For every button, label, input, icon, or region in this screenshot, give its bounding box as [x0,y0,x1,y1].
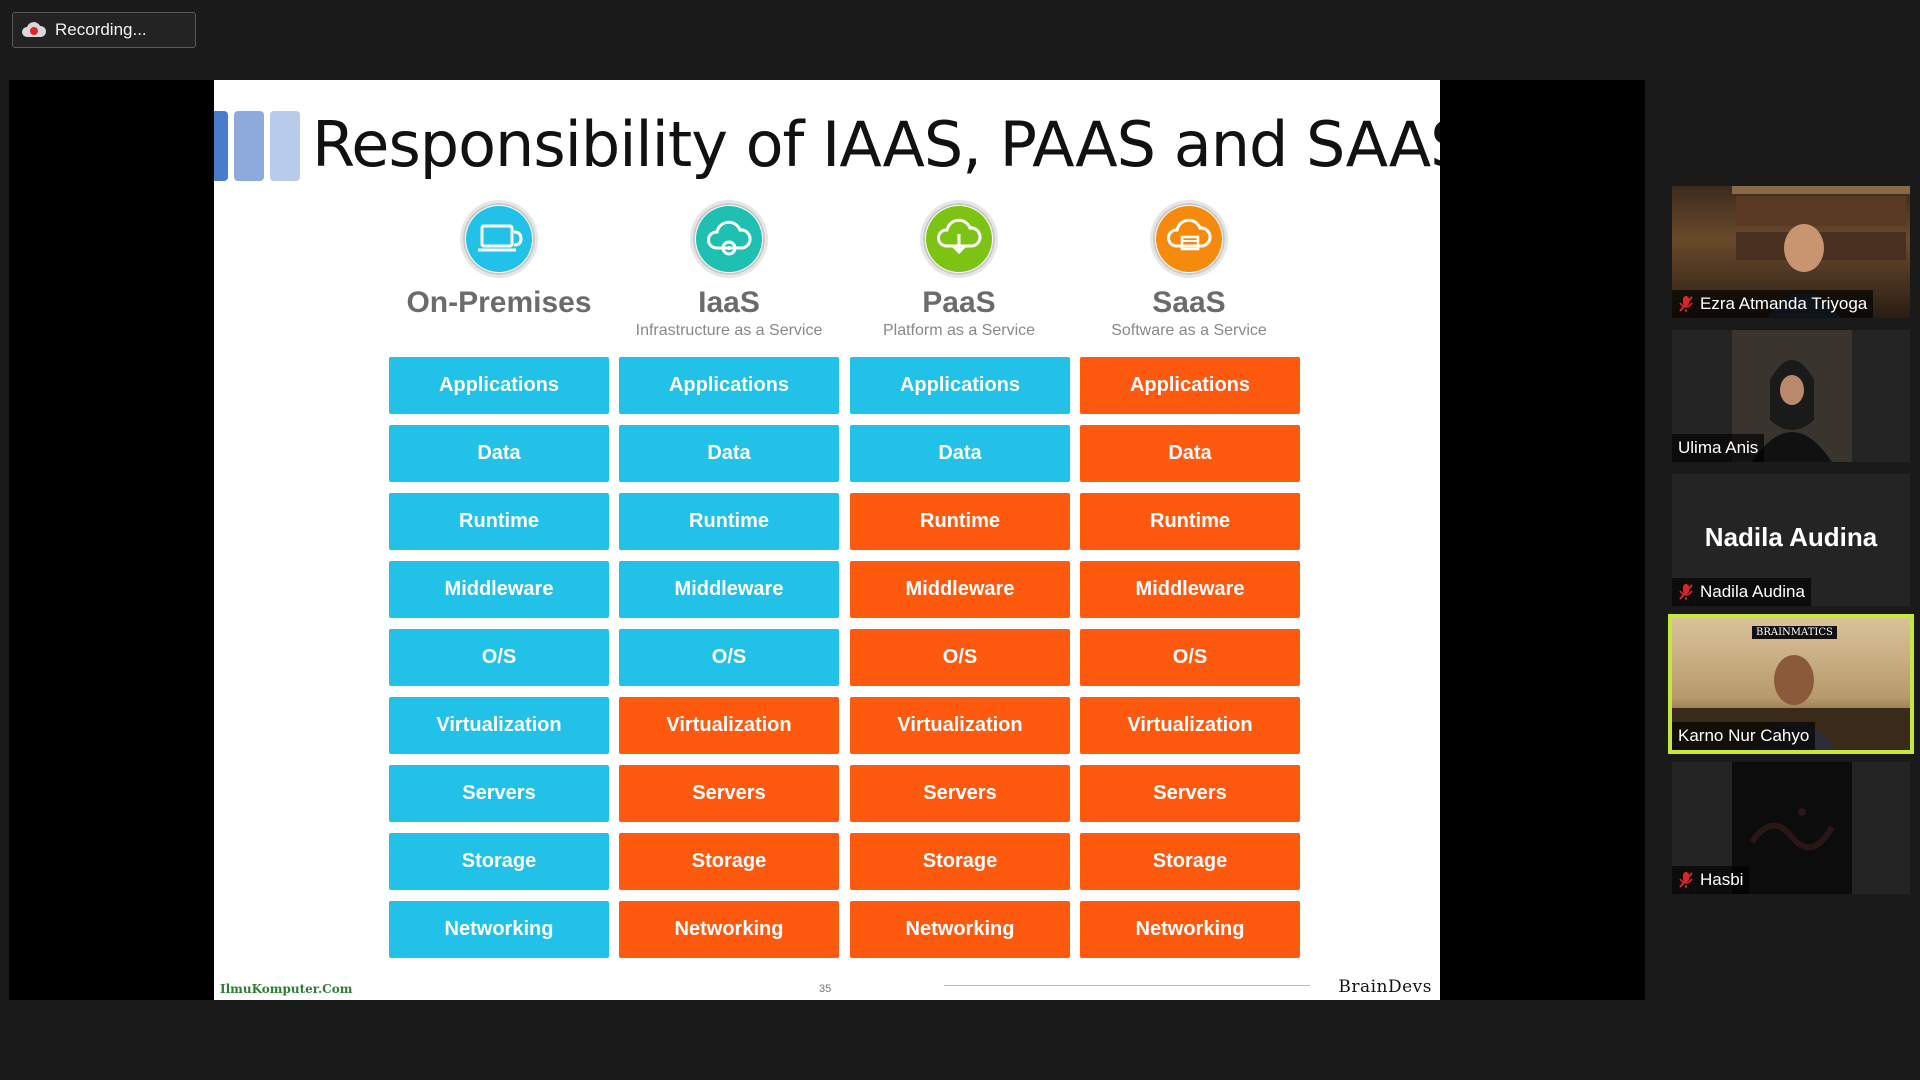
mic-muted-icon [1679,872,1693,888]
column-subtitle: Platform as a Service [882,322,1036,339]
layer-cell-applications: Applications [1080,357,1300,414]
footer-brand-right: BrainDevs [1338,977,1432,997]
layer-cell-virtualization: Virtualization [1080,697,1300,754]
column-header-on-premises: On-Premises [384,200,614,320]
column-subtitle: Software as a Service [1111,322,1267,339]
layer-cell-o-s: O/S [850,629,1070,686]
participant-name-tag: Nadila Audina [1672,578,1811,606]
layer-cell-networking: Networking [389,901,609,958]
participant-name-tag: Hasbi [1672,866,1750,894]
participant-tile[interactable]: Ulima Anis [1672,330,1910,462]
column-name: On-Premises [406,286,592,319]
layer-cell-virtualization: Virtualization [389,697,609,754]
participant-name: Ulima Anis [1678,438,1759,457]
layer-cell-networking: Networking [619,901,839,958]
participant-tile[interactable]: Nadila Audina Nadila Audina [1672,474,1910,606]
recording-label: Recording... [55,20,147,39]
cloud-window-icon [1150,200,1228,278]
layer-cell-servers: Servers [850,765,1070,822]
column-subtitle: Infrastructure as a Service [635,322,823,339]
participant-name-tag: Karno Nur Cahyo [1672,722,1816,750]
layer-cell-virtualization: Virtualization [850,697,1070,754]
participant-tile[interactable]: Ezra Atmanda Triyoga [1672,186,1910,318]
column-name: SaaS [1152,286,1226,319]
layer-cell-middleware: Middleware [619,561,839,618]
cloud-recording-icon [13,21,55,39]
participant-name-tag: Ezra Atmanda Triyoga [1672,290,1874,318]
layer-cell-storage: Storage [619,833,839,890]
participant-name-tag: Ulima Anis [1672,434,1765,462]
title-accent-bar [214,111,228,181]
title-accent-bar [270,111,300,181]
layer-cell-storage: Storage [389,833,609,890]
layer-cell-runtime: Runtime [389,493,609,550]
participant-tile-active-speaker[interactable]: BRAINMATICS Karno Nur Cahyo [1668,614,1914,754]
layer-cell-servers: Servers [619,765,839,822]
column-header-iaas: IaaS Infrastructure as a Service [614,200,844,340]
participant-tile[interactable]: Hasbi [1672,762,1910,894]
column-name: PaaS [922,286,996,319]
cloud-gear-icon [690,200,768,278]
layer-cell-networking: Networking [850,901,1070,958]
layer-cell-data: Data [1080,425,1300,482]
participant-video [1732,330,1852,462]
footer-brand-left: IlmuKomputer.Com [220,982,353,996]
layer-cell-servers: Servers [389,765,609,822]
mic-muted-icon [1679,296,1693,312]
layer-cell-data: Data [850,425,1070,482]
participant-name: Karno Nur Cahyo [1678,726,1810,745]
presentation-slide: Responsibility of IAAS, PAAS and SAAS On… [214,80,1440,1000]
slide-page-number: 35 [819,983,832,995]
participant-name: Ezra Atmanda Triyoga [1700,294,1868,313]
layer-cell-data: Data [389,425,609,482]
layer-cell-applications: Applications [389,357,609,414]
layer-cell-o-s: O/S [389,629,609,686]
mic-muted-icon [1679,584,1693,600]
slide-title: Responsibility of IAAS, PAAS and SAAS [312,108,1440,181]
column-header-saas: SaaS Software as a Service [1074,200,1304,340]
layer-cell-virtualization: Virtualization [619,697,839,754]
footer-divider [944,985,1310,986]
cloud-download-icon [920,200,998,278]
layer-cell-runtime: Runtime [619,493,839,550]
title-accent-bar [234,111,264,181]
video-banner: BRAINMATICS [1752,626,1837,639]
layer-cell-middleware: Middleware [1080,561,1300,618]
layer-cell-middleware: Middleware [389,561,609,618]
participant-name: Hasbi [1700,870,1744,889]
recording-indicator[interactable]: Recording... [12,12,196,48]
column-name: IaaS [698,286,760,319]
layer-cell-applications: Applications [850,357,1070,414]
layer-cell-servers: Servers [1080,765,1300,822]
laptop-icon [460,200,538,278]
layer-cell-networking: Networking [1080,901,1300,958]
layer-cell-storage: Storage [1080,833,1300,890]
participant-name: Nadila Audina [1700,582,1805,601]
layer-cell-applications: Applications [619,357,839,414]
layer-cell-middleware: Middleware [850,561,1070,618]
layer-cell-o-s: O/S [1080,629,1300,686]
column-header-paas: PaaS Platform as a Service [844,200,1074,340]
layer-cell-storage: Storage [850,833,1070,890]
layer-cell-o-s: O/S [619,629,839,686]
layer-cell-data: Data [619,425,839,482]
participant-video [1732,762,1852,894]
layer-cell-runtime: Runtime [850,493,1070,550]
participant-display-name: Nadila Audina [1704,522,1878,552]
layer-cell-runtime: Runtime [1080,493,1300,550]
